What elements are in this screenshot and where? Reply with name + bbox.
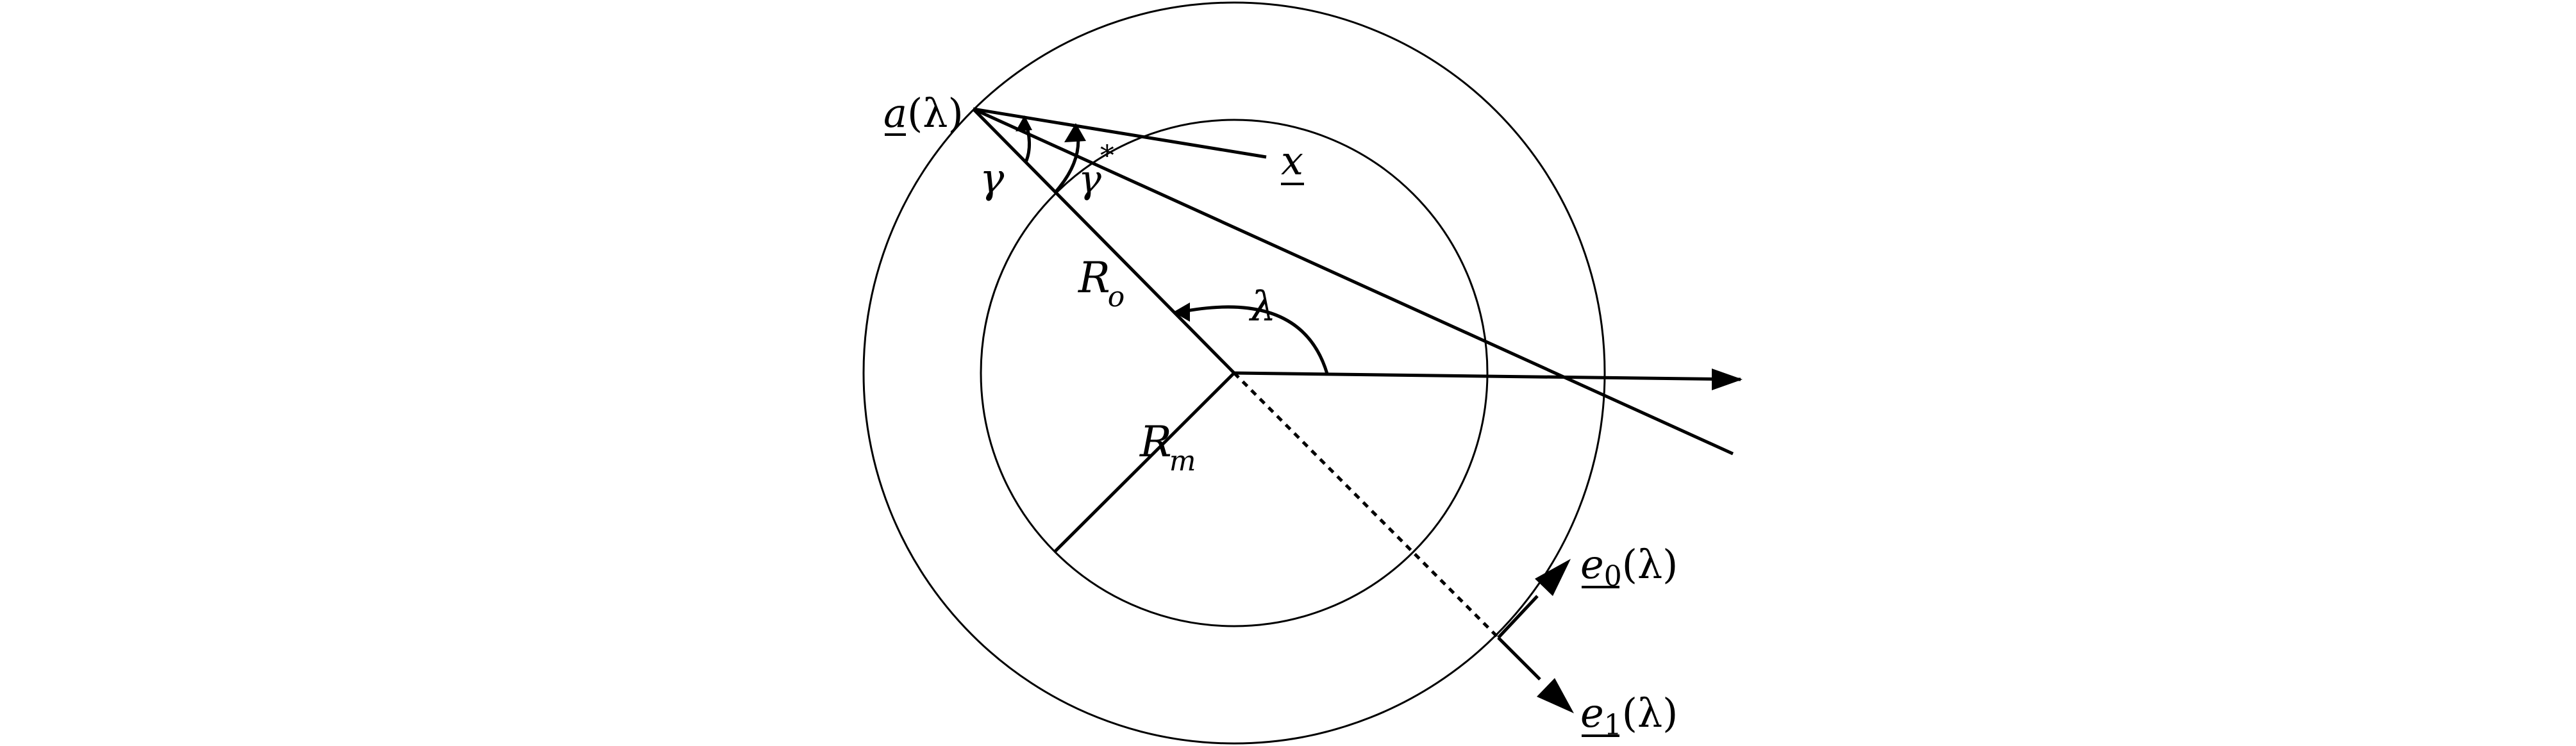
outer-circle — [862, 1, 1606, 745]
lambda-arc-arrowhead — [1173, 303, 1190, 322]
label-x: x — [1281, 137, 1303, 184]
e0-arrowhead — [1535, 559, 1571, 596]
lambda-arc — [1179, 305, 1329, 374]
radius-line-rm — [1054, 372, 1235, 552]
label-gamma-star: γ* — [1078, 140, 1114, 202]
label-r-m: Rm — [1139, 417, 1196, 477]
source-ray — [972, 107, 1734, 456]
radius-line-ro — [972, 108, 1235, 374]
label-r-o: Ro — [1078, 253, 1125, 313]
horizontal-axis — [1234, 371, 1741, 381]
label-e0-lambda: e0(λ) — [1580, 541, 1678, 593]
inner-circle — [980, 119, 1489, 627]
e0-vector-line — [1497, 595, 1539, 639]
gamma-arc-arrowhead — [1016, 115, 1032, 131]
e1-vector-line — [1497, 636, 1541, 681]
label-lambda: λ — [1248, 283, 1276, 331]
label-e1-lambda: e1(λ) — [1580, 690, 1678, 742]
gamma-star-arc-arrowhead — [1064, 123, 1086, 142]
dotted-direction-line — [1233, 372, 1500, 639]
label-a-lambda: a(λ) — [883, 90, 964, 137]
e1-arrowhead — [1537, 678, 1574, 713]
line-to-x — [973, 107, 1267, 159]
label-gamma: γ — [980, 155, 1005, 203]
horizontal-axis-arrowhead — [1712, 369, 1743, 390]
